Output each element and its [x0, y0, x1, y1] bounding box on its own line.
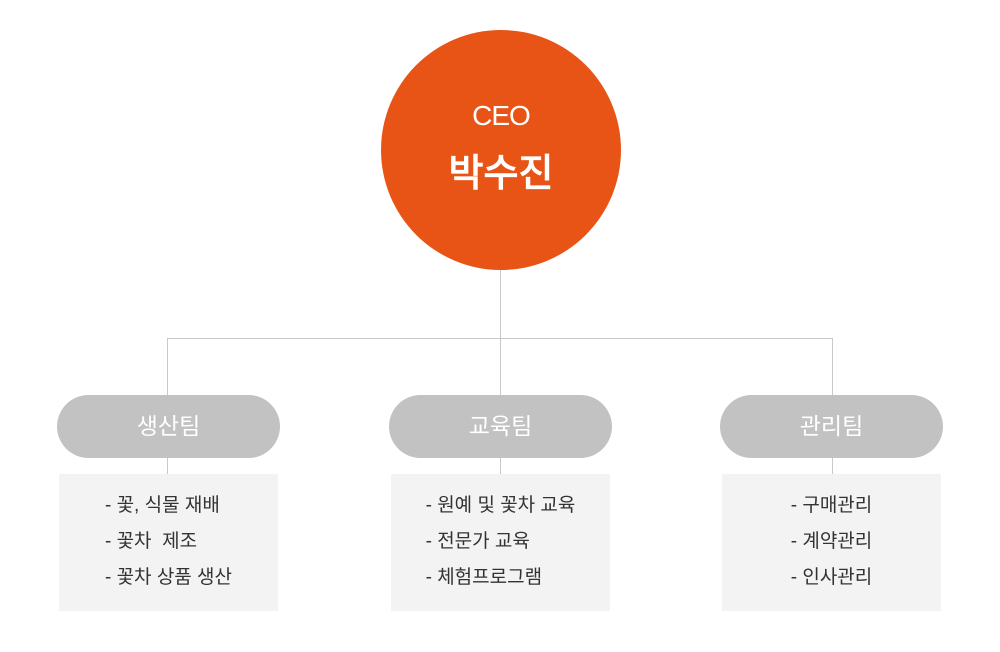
duty-item: - 꽃, 식물 재배 — [104, 495, 220, 516]
duty-item: - 전문가 교육 — [425, 531, 530, 552]
connector-team-box — [500, 458, 501, 474]
ceo-name: 박수진 — [448, 153, 554, 195]
team-education: 교육팀 — [389, 395, 612, 458]
connector-left — [167, 338, 168, 395]
team-management: 관리팀 — [720, 395, 943, 458]
management-duties: - 구매관리 - 계약관리 - 인사관리 — [722, 474, 941, 611]
duty-item: - 구매관리 — [790, 495, 873, 516]
connector-horizontal — [167, 338, 833, 339]
duty-item: - 꽃차 상품 생산 — [104, 567, 233, 588]
ceo-role: CEO — [472, 100, 531, 131]
connector-right — [832, 338, 833, 395]
education-duties: - 원예 및 꽃차 교육 - 전문가 교육 - 체험프로그램 — [391, 474, 610, 611]
connector-team-box — [167, 458, 168, 474]
team-production: 생산팀 — [57, 395, 280, 458]
duty-item: - 인사관리 — [790, 567, 873, 588]
production-duties: - 꽃, 식물 재배 - 꽃차 제조 - 꽃차 상품 생산 — [59, 474, 278, 611]
ceo-node: CEO 박수진 — [381, 30, 621, 270]
duty-item: - 체험프로그램 — [425, 567, 543, 588]
duty-item: - 꽃차 제조 — [104, 531, 198, 552]
connector-team-box — [832, 458, 833, 474]
duty-item: - 계약관리 — [790, 531, 873, 552]
duty-item: - 원예 및 꽃차 교육 — [425, 495, 576, 516]
connector-ceo — [500, 270, 501, 395]
